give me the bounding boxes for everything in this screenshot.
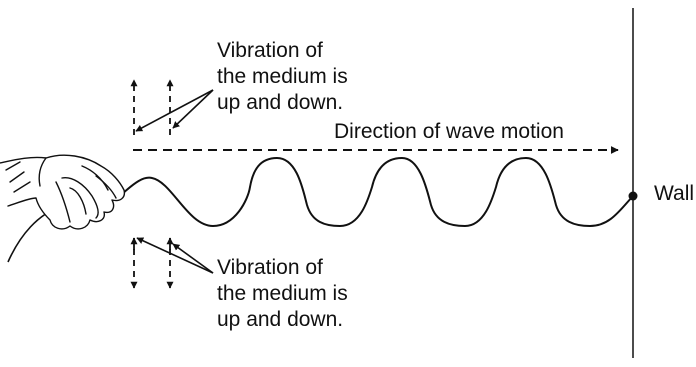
wave-curve: [119, 156, 634, 228]
top-pointer-arrow-2: [172, 89, 214, 129]
top-vibration-line-2: the medium is: [217, 65, 348, 88]
wall-attachment-point: [628, 191, 638, 201]
direction-label: Direction of wave motion: [334, 120, 564, 143]
bottom-vibration-line-3: up and down.: [217, 308, 344, 331]
top-pointer-arrow-1: [135, 89, 214, 132]
top-vibration-line-3: up and down.: [217, 91, 344, 114]
bottom-vibration-line-1: Vibration of: [217, 256, 323, 279]
top-vibration-line-1: Vibration of: [217, 39, 323, 62]
wall-label: Wall: [654, 182, 695, 205]
bottom-pointer-arrow-1: [136, 237, 214, 274]
hand-icon: [0, 154, 126, 230]
bottom-vibration-line-2: the medium is: [217, 282, 348, 305]
top-vibration-label: Vibration of the medium is up and down.: [217, 38, 348, 116]
bottom-pointer-arrow-2: [172, 243, 214, 274]
bottom-vibration-label: Vibration of the medium is up and down.: [217, 255, 348, 333]
